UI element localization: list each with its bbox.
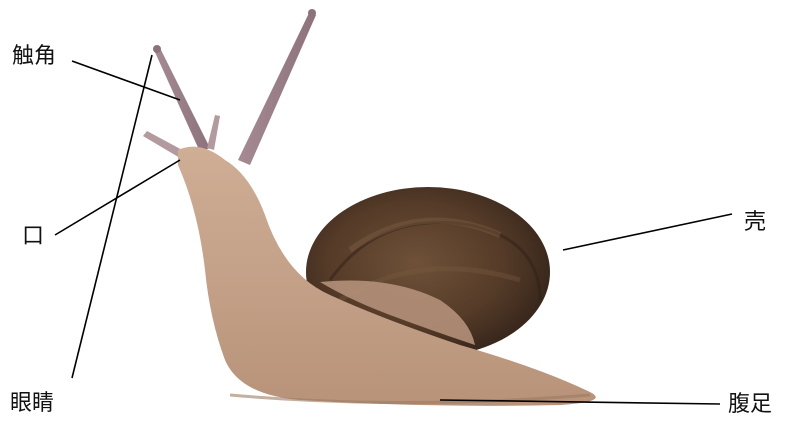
right-eye-tip — [308, 9, 316, 17]
label-shell: 壳 — [744, 212, 766, 234]
shell-leader — [563, 214, 732, 250]
tentacles — [143, 9, 316, 165]
short-tentacle-1 — [207, 115, 220, 150]
left-eye-tip — [153, 45, 161, 53]
left-long-tentacle — [154, 48, 210, 152]
eye-leader — [72, 55, 152, 378]
right-long-tentacle — [238, 13, 316, 165]
mouth-leader — [55, 160, 180, 235]
label-tentacle: 触角 — [12, 46, 56, 68]
label-foot: 腹足 — [728, 394, 772, 416]
label-eye: 眼睛 — [10, 393, 54, 415]
label-mouth: 口 — [22, 226, 44, 248]
